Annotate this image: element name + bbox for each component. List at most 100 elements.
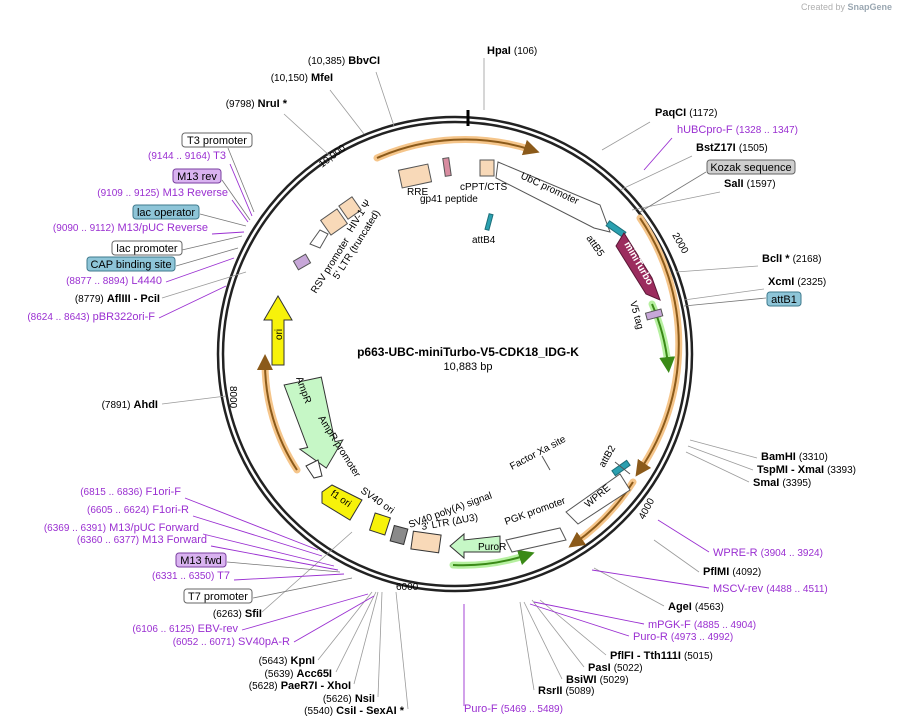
enzyme-label: (6263) SfiI (213, 608, 262, 620)
primer-label: (6052 .. 6071) SV40pA-R (173, 636, 290, 648)
primer-connector (241, 593, 369, 631)
enzyme-connector (519, 601, 535, 691)
enzyme-label: (5643) KpnI (259, 655, 315, 667)
primer-labels: hUBCpro-F (1328 .. 1347) WPRE-R (3904 .. … (27, 124, 827, 715)
orf-band-left (261, 358, 301, 474)
hiv1-psi-feature (338, 196, 362, 220)
enzyme-connector (539, 599, 607, 656)
primer-connector (229, 163, 253, 217)
enzyme-connector (675, 265, 759, 273)
tick-label: 6000 (396, 582, 419, 593)
primer-label: (6360 .. 6377) M13 Forward (77, 534, 207, 546)
primer-connector (158, 285, 227, 319)
enzyme-label: (5626) NsiI (323, 693, 375, 705)
enzyme-connector (395, 591, 409, 710)
enzyme-label: (9798) NruI * (226, 98, 288, 110)
primer-connector (293, 595, 375, 643)
boxed-label-connector (252, 577, 353, 599)
primer-label: mPGK-F (4885 .. 4904) (648, 619, 756, 631)
tick-label: 8000 (227, 386, 238, 409)
boxed-label-connector (199, 213, 247, 227)
backbone-inner-strand (221, 120, 689, 588)
primer-connector (231, 199, 249, 223)
boxed-label: attB1 (771, 294, 797, 306)
m13-fwd-box (175, 552, 227, 568)
boxed-label-connector (181, 235, 243, 251)
primer-label: (6605 .. 6624) F1ori-R (87, 504, 189, 516)
label-connector-lines (158, 58, 767, 710)
boxed-label: T3 promoter (187, 135, 247, 147)
enzyme-label: (8779) AflIII - PciI (75, 293, 160, 305)
primer-connector (184, 497, 319, 551)
v5-tag-feature (644, 308, 664, 321)
enzyme-label: AgeI (4563) (668, 601, 724, 613)
snapgene-logo: SnapGene (847, 2, 892, 12)
lac-operator-box (132, 204, 200, 220)
enzyme-label: (5540) CsiI - SexAI * (304, 705, 405, 717)
enzyme-connector (375, 71, 395, 127)
enzyme-label: (10,385) BbvCI (308, 55, 380, 67)
tick-label: 10,000 (317, 143, 348, 171)
primer-label: (8624 .. 8643) pBR322ori-F (27, 311, 155, 323)
ampr-promoter-arrow (305, 459, 323, 479)
cap-binding-box (86, 256, 176, 272)
boxed-label-connector (639, 171, 707, 213)
primer-connector (591, 569, 710, 589)
enzyme-connector (261, 531, 353, 613)
attb2-feature (611, 459, 631, 477)
ltr3-feature (410, 530, 442, 554)
rsv-promoter-arrow (309, 229, 329, 249)
attb2-pointer (614, 461, 631, 475)
primer-label: MSCV-rev (4488 .. 4511) (713, 583, 828, 595)
enzyme-label: TspMI - XmaI (3393) (757, 464, 856, 476)
enzyme-connector (531, 599, 585, 668)
primer-label: (9109 .. 9125) M13 Reverse (97, 187, 228, 199)
cpptcts-feature (479, 159, 495, 177)
primer-label: hUBCpro-F (1328 .. 1347) (677, 124, 798, 136)
ltr5-feature (319, 208, 349, 236)
enzyme-connector (329, 89, 365, 135)
backbone-outer-strand (216, 115, 694, 593)
enzyme-label: PflFI - Tth111I (5015) (610, 650, 713, 662)
boxed-label-connector (683, 297, 767, 307)
rre-feature (397, 163, 433, 189)
primer-connector (192, 515, 323, 557)
enzyme-connector (161, 395, 227, 405)
orf-arrow-left (256, 354, 298, 471)
ampr-arrow (283, 376, 344, 469)
orf-arrow-top (376, 138, 540, 159)
boxed-label: T7 promoter (188, 591, 248, 603)
feature-label: SV40 ori (358, 485, 396, 516)
feature-label: V5 tag (627, 300, 645, 331)
enzyme-label: PflMI (4092) (703, 566, 761, 578)
enzyme-connector (631, 191, 721, 211)
feature-label: attB2 (597, 443, 618, 469)
wpre-arrow (565, 473, 631, 525)
feature-label: attB5 (584, 233, 607, 259)
primer-label: WPRE-R (3904 .. 3924) (713, 547, 823, 559)
enzyme-connector (353, 591, 379, 685)
primer-label: (9144 .. 9164) T3 (148, 150, 226, 162)
feature-label: Factor Xa site (508, 434, 568, 473)
enzyme-label: (5639) Acc65I (265, 668, 332, 680)
ori-arrow (263, 295, 293, 366)
pgk-promoter-arrow (505, 527, 567, 553)
orf-arrow-right-lower (568, 481, 634, 548)
feature-label: cPPT/CTS (460, 182, 508, 193)
enzyme-connector (601, 121, 651, 151)
plasmid-length: 10,883 bp (444, 361, 493, 373)
enzyme-label: PaqCI (1172) (655, 107, 717, 119)
primer-connector (211, 231, 245, 235)
primer-connector (529, 603, 630, 637)
tick-label: 4000 (637, 496, 657, 521)
enzyme-label: BstZ17I (1505) (696, 142, 768, 154)
enzyme-connector (619, 155, 693, 191)
enzyme-label: (5628) PaeR7I - XhoI (249, 680, 351, 692)
orf-arrow-right (635, 217, 680, 477)
feature-label: attB4 (472, 235, 496, 246)
primer-label: Puro-F (5469 .. 5489) (464, 703, 563, 715)
enzyme-connector (689, 439, 758, 459)
enzyme-labels: HpaI (106)PaqCI (1172)BstZ17I (1505)SalI… (75, 45, 856, 717)
